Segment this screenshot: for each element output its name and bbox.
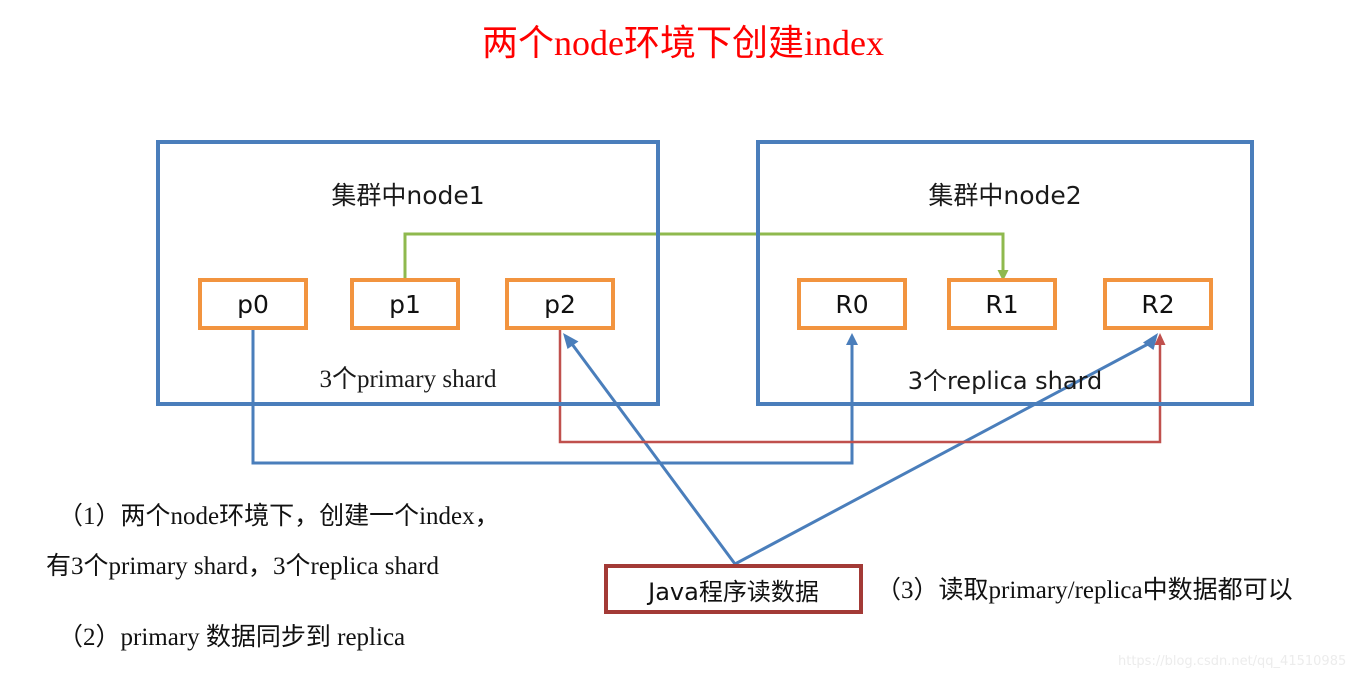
node-container-node1: 集群中node1 3个primary shard <box>156 140 660 406</box>
shard-r1[interactable]: R1 <box>947 278 1057 330</box>
java-client-label: Java程序读数据 <box>648 577 819 606</box>
shard-r0[interactable]: R0 <box>797 278 907 330</box>
shard-p2-label: p2 <box>544 289 576 319</box>
note-1-line-1: （1）两个node环境下，创建一个index， <box>58 503 500 530</box>
node2-title: 集群中node2 <box>928 181 1082 210</box>
note-1-line-2: 有3个primary shard，3个replica shard <box>46 553 439 580</box>
shard-r1-label: R1 <box>985 289 1019 319</box>
shard-r2[interactable]: R2 <box>1103 278 1213 330</box>
replication-path-p2-to-r2 <box>558 330 1166 444</box>
node-container-node2: 集群中node2 3个replica shard <box>756 140 1254 406</box>
shard-r2-label: R2 <box>1141 289 1175 319</box>
page-title: 两个node环境下创建index <box>482 23 884 63</box>
note-2: （2）primary 数据同步到 replica <box>58 624 406 651</box>
shard-p1[interactable]: p1 <box>350 278 460 330</box>
node1-title: 集群中node1 <box>331 181 485 210</box>
shard-r0-label: R0 <box>835 289 869 319</box>
sync-arrow-p1-to-r1 <box>403 232 1009 281</box>
note-3: （3）读取primary/replica中数据都可以 <box>876 577 1293 604</box>
shard-p0[interactable]: p0 <box>198 278 308 330</box>
read-arrow-java-to-p2 <box>563 333 737 565</box>
node1-caption: 3个primary shard <box>319 366 497 393</box>
shard-p2[interactable]: p2 <box>505 278 615 330</box>
watermark-url: https://blog.csdn.net/qq_41510985 <box>1118 654 1347 669</box>
shard-p0-label: p0 <box>237 289 269 319</box>
read-arrow-java-to-r2 <box>734 333 1158 566</box>
shard-p1-label: p1 <box>389 289 421 319</box>
java-client-box[interactable]: Java程序读数据 <box>604 564 863 614</box>
node2-caption: 3个replica shard <box>907 367 1103 395</box>
